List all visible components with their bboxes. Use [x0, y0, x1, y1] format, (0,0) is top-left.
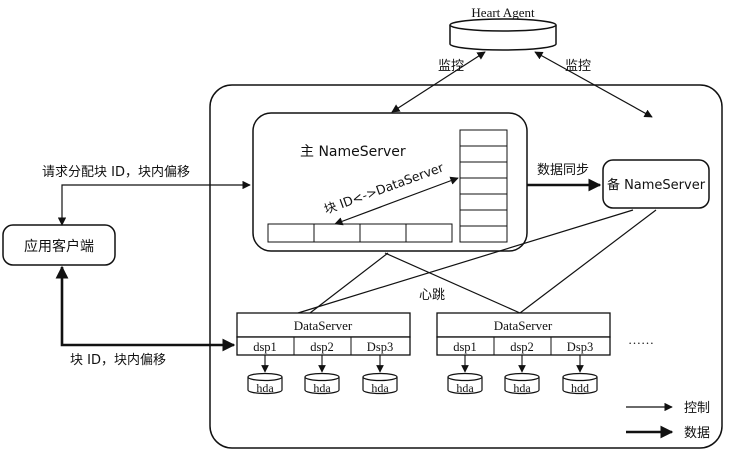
master-nameserver-label: 主 NameServer [300, 144, 406, 160]
master-nameserver: 主 NameServer 块 ID<->DataServer [252, 112, 528, 252]
data-flow-label: 块 ID，块内偏移 [70, 352, 166, 368]
disk-cylinder: hdd [562, 372, 598, 395]
dsp-label: Dsp3 [367, 340, 393, 354]
dataserver-title: DataServer [494, 318, 553, 333]
legend-data-label: 数据 [684, 426, 710, 441]
backup-nameserver: 备 NameServer [602, 159, 710, 209]
monitor-arrow-backup [534, 51, 653, 118]
legend-control-label: 控制 [684, 401, 710, 416]
dataserver-1: DataServer dsp1 dsp2 Dsp3 hda hda hda [236, 312, 411, 395]
dsp-label: dsp1 [253, 340, 277, 354]
data-arrow [55, 265, 236, 352]
dataserver-title: DataServer [294, 318, 353, 333]
heart-agent: Heart Agent [449, 5, 557, 51]
mapping-arrow [334, 176, 459, 226]
request-label: 请求分配块 ID，块内偏移 [42, 164, 190, 180]
dsp-label: Dsp3 [567, 340, 593, 354]
disk-cylinder: hda [247, 372, 283, 395]
disk-cylinder: hda [447, 372, 483, 395]
disk-label: hda [456, 381, 474, 395]
monitor-label-left: 监控 [438, 59, 464, 74]
request-arrow [57, 180, 251, 226]
heartbeat-label: 心跳 [419, 288, 445, 303]
dataserver-table-horizontal [267, 223, 453, 243]
disk-cylinder: hda [304, 372, 340, 395]
block-table-vertical [459, 129, 508, 243]
application-client: 应用客户端 [2, 224, 116, 266]
disk-cylinder: hda [504, 372, 540, 395]
monitor-arrow-master [391, 51, 486, 113]
disk-label: hdd [571, 381, 589, 395]
dsp-label: dsp2 [510, 340, 534, 354]
heartbeat-lines [297, 209, 657, 314]
legend: 控制 数据 [626, 401, 710, 441]
sync-label: 数据同步 [537, 163, 589, 178]
disk-label: hda [513, 381, 531, 395]
dsp-label: dsp2 [310, 340, 334, 354]
more-dataservers-ellipsis: …… [628, 332, 654, 347]
monitor-label-right: 监控 [565, 59, 591, 74]
disk-label: hda [313, 381, 331, 395]
heart-agent-label: Heart Agent [471, 5, 535, 20]
disk-label: hda [256, 381, 274, 395]
backup-nameserver-label: 备 NameServer [607, 177, 706, 193]
dataserver-2: DataServer dsp1 dsp2 Dsp3 hda hda hdd [436, 312, 611, 395]
disk-cylinder: hda [362, 372, 398, 395]
disk-label: hda [371, 381, 389, 395]
client-label: 应用客户端 [24, 238, 94, 255]
dsp-label: dsp1 [453, 340, 477, 354]
